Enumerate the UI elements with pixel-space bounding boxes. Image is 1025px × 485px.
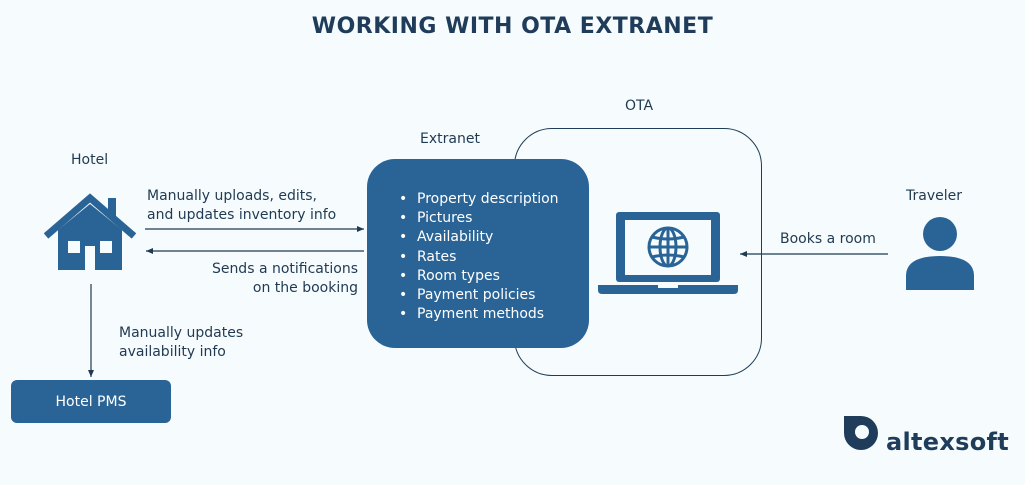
hotel-pms-box: Hotel PMS [11,380,171,423]
list-item: Room types [399,267,589,286]
list-item: Pictures [399,209,589,228]
list-item: Rates [399,248,589,267]
pms-caption: Manually updates availability info [119,325,244,360]
extranet-label: Extranet [420,131,480,147]
laptop-globe-icon [598,212,738,294]
list-item: Payment policies [399,286,589,305]
diagram-title: WORKING WITH OTA EXTRANET [311,14,714,39]
book-caption: Books a room [780,231,876,247]
notify-caption: Sends a notifications on the booking [211,261,358,296]
list-item: Payment methods [399,305,589,324]
extranet-box: Property description Pictures Availabili… [367,159,589,348]
hotel-label: Hotel [71,152,109,168]
upload-caption: Manually uploads, edits, and updates inv… [147,188,337,223]
list-item: Property description [399,190,589,209]
ota-label: OTA [625,98,654,114]
traveler-label: Traveler [906,188,962,204]
house-icon [44,193,136,270]
person-icon [906,217,974,290]
extranet-list: Property description Pictures Availabili… [367,159,589,325]
list-item: Availability [399,228,589,247]
altexsoft-logo-icon [844,416,878,450]
brand-name: altexsoft [886,428,1010,456]
